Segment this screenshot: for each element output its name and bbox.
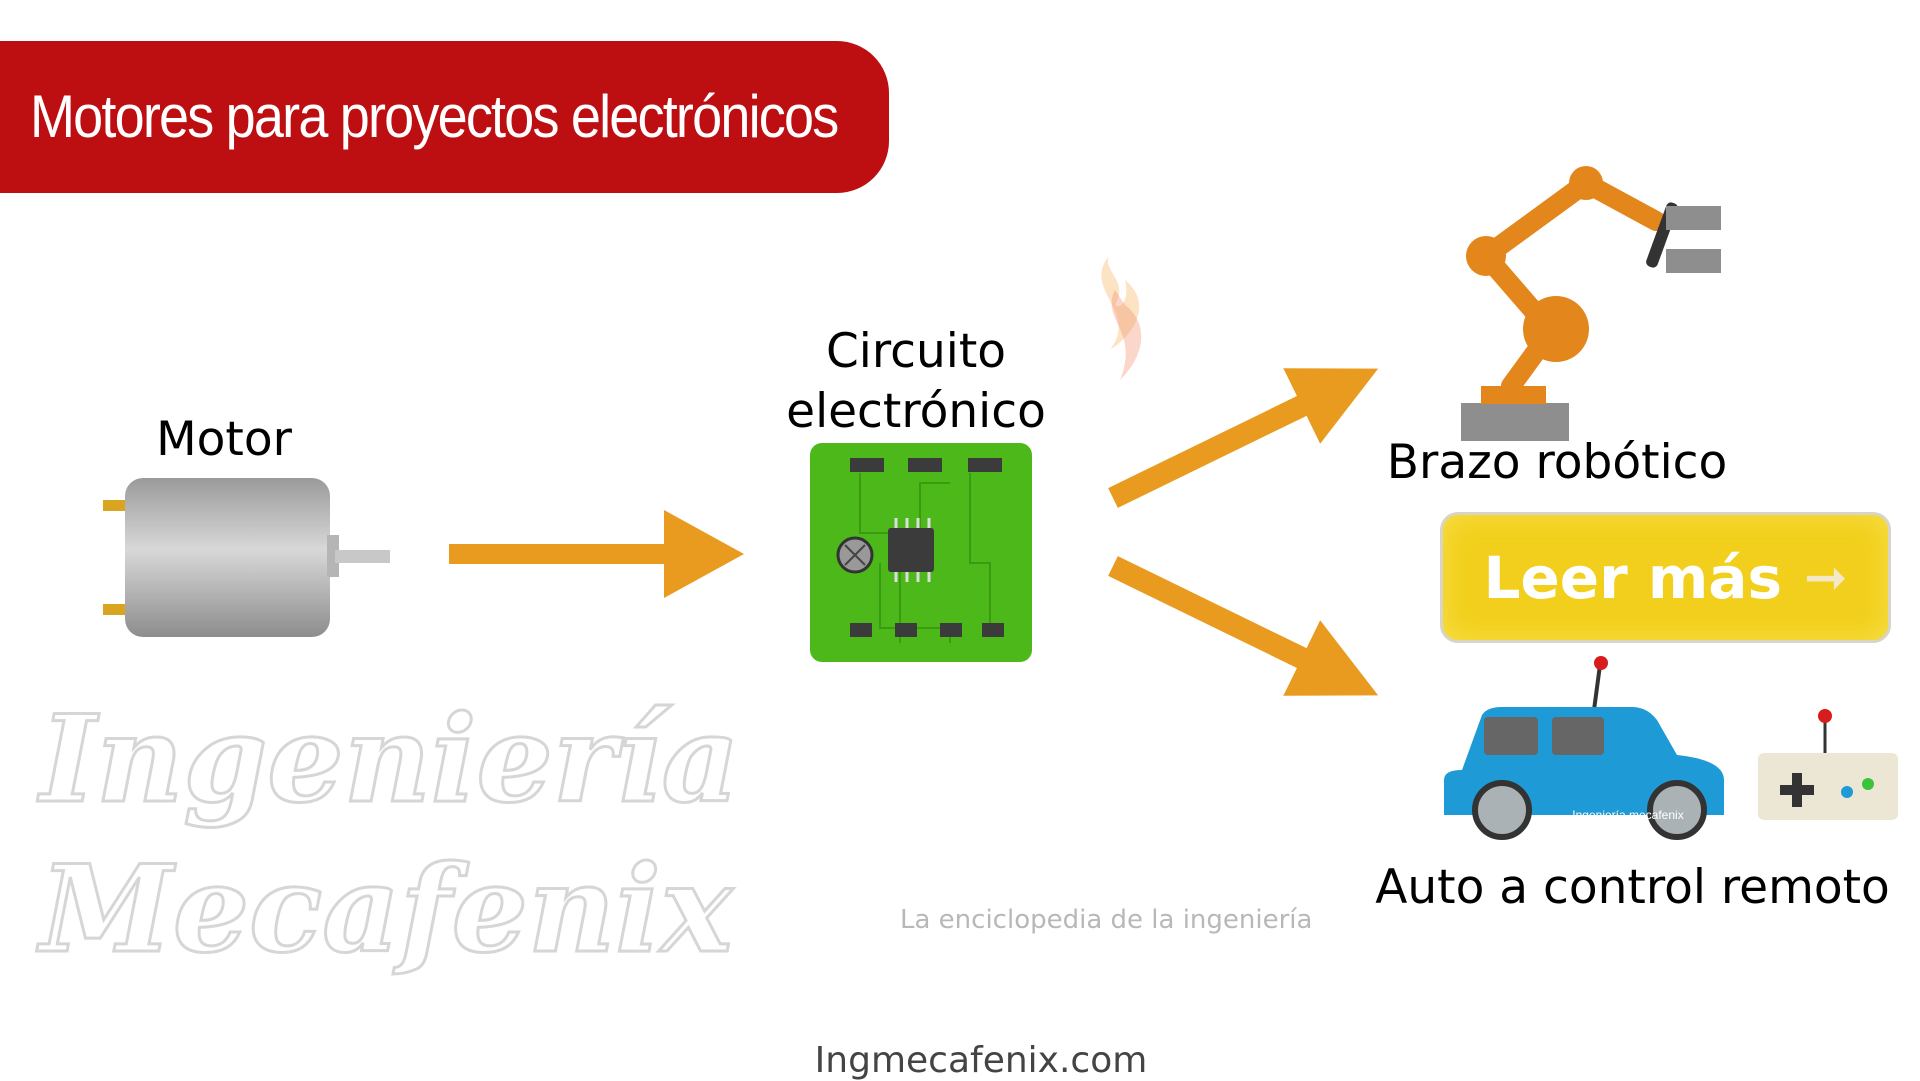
rc-car-label: Auto a control remoto — [1375, 860, 1890, 915]
remote-controller-icon — [1758, 709, 1898, 820]
circuit-label-line2: electrónico — [786, 384, 1046, 439]
rc-car-icon: Ingeniería mecafenix — [1444, 656, 1724, 840]
watermark-line1: Ingeniería — [38, 688, 740, 831]
arrow-right-icon: ➞ — [1803, 547, 1848, 608]
read-more-label: Leer más — [1483, 543, 1782, 612]
arrow-circuit-to-arm — [1108, 368, 1379, 508]
pcb-circuit-icon — [810, 443, 1032, 662]
read-more-button[interactable]: Leer más ➞ — [1440, 512, 1891, 643]
dc-motor-icon — [103, 478, 390, 637]
watermark-tagline: La enciclopedia de la ingeniería — [900, 905, 1313, 935]
arrow-circuit-to-car — [1108, 556, 1379, 696]
footer-site-link[interactable]: Ingmecafenix.com — [814, 1040, 1148, 1081]
robot-arm-label: Brazo robótico — [1386, 435, 1728, 490]
page-title: Motores para proyectos electrónicos — [30, 83, 839, 150]
car-decal: Ingeniería mecafenix — [1572, 808, 1683, 822]
title-banner: Motores para proyectos electrónicos — [0, 41, 889, 193]
flame-logo-icon — [1101, 255, 1142, 380]
circuit-label-line1: Circuito — [825, 324, 1007, 379]
watermark-line2: Mecafenix — [38, 838, 733, 981]
motor-label: Motor — [156, 412, 292, 467]
arrow-motor-to-circuit — [449, 510, 744, 598]
robot-arm-icon — [1461, 166, 1721, 441]
